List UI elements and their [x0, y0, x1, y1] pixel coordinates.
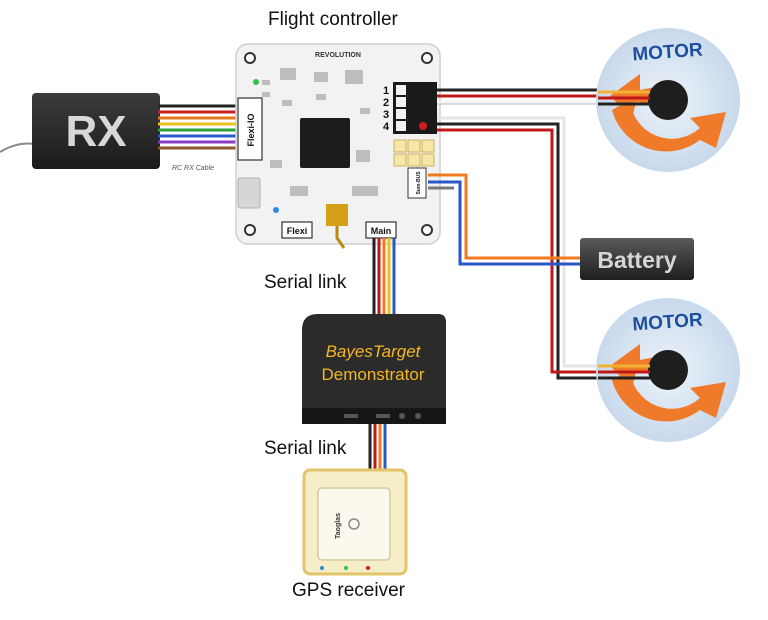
battery-wires: [428, 173, 586, 266]
status-led-blue: [273, 207, 279, 213]
main-label: Main: [371, 226, 392, 236]
flexi-label: Flexi: [287, 226, 308, 236]
gps-receiver-label: GPS receiver: [292, 580, 405, 601]
motor1-wires: [437, 88, 600, 105]
demonstrator-title: BayesTarget: [325, 342, 421, 361]
output-number-3: 3: [383, 109, 389, 121]
motor-1-orange-arrow: [610, 74, 660, 118]
mcu-chip: [300, 118, 350, 168]
mount-hole-tr: [421, 52, 433, 64]
output-number-1: 1: [383, 85, 389, 97]
motor2-wires: [437, 116, 600, 380]
motor-1-hub: [648, 80, 688, 120]
rx-ribbon-cable: [158, 104, 238, 150]
output-pin-header: [393, 82, 437, 134]
battery-label: Battery: [597, 247, 676, 273]
serial-cable-bottom: [368, 424, 387, 476]
sumbus-connector: [407, 167, 427, 199]
motor-2: MOTOR: [596, 298, 740, 442]
motor-1: MOTOR: [596, 28, 740, 172]
mount-hole-br: [421, 224, 433, 236]
output-number-4: 4: [383, 121, 390, 133]
output-numbers: 1 2 3 4: [383, 85, 390, 133]
motor-1-leads: [598, 90, 650, 106]
usb-port: [237, 177, 261, 209]
flight-controller-title: Flight controller: [268, 9, 398, 30]
motor-2-label: MOTOR: [632, 310, 704, 336]
gps-module: Taoglas: [302, 468, 408, 576]
demonstrator-box: [302, 314, 446, 424]
motor-2-orange-arc: [612, 370, 726, 422]
motor-1-orange-arc: [612, 100, 726, 152]
motor-1-label: MOTOR: [632, 40, 704, 66]
serial-link-label-top: Serial link: [264, 272, 347, 293]
demonstrator-label: BayesTarget Demonstrator: [300, 340, 446, 386]
output-number-2: 2: [383, 97, 389, 109]
flexi-io-connector: [237, 97, 263, 161]
serial-cable-top: [372, 238, 396, 318]
demonstrator-subtitle: Demonstrator: [321, 365, 425, 384]
board-components: [262, 68, 378, 196]
serial-link-label-bottom: Serial link: [264, 438, 347, 459]
status-led-green: [253, 79, 259, 85]
gps-brand: Taoglas: [335, 513, 342, 539]
flexi-connector: [281, 221, 313, 239]
rx-cable-label: RC RX Cable: [172, 165, 214, 172]
board-antenna-chip: [326, 204, 348, 226]
board-brand: REVOLUTION: [315, 52, 361, 59]
main-connector: [365, 221, 397, 239]
mount-hole-bl: [244, 224, 256, 236]
board-antenna-wire: [335, 226, 346, 249]
rx-text: RX: [65, 107, 126, 156]
rx-receiver-box: [32, 93, 160, 169]
mount-hole-tl: [244, 52, 256, 64]
sumbus-label: Sum-BUS: [416, 171, 422, 195]
battery-box: [580, 238, 694, 280]
flexi-io-label: Flexi-IO: [246, 113, 256, 146]
board-pads: [393, 139, 435, 167]
motor-2-leads: [598, 364, 650, 380]
motor-2-hub: [648, 350, 688, 390]
